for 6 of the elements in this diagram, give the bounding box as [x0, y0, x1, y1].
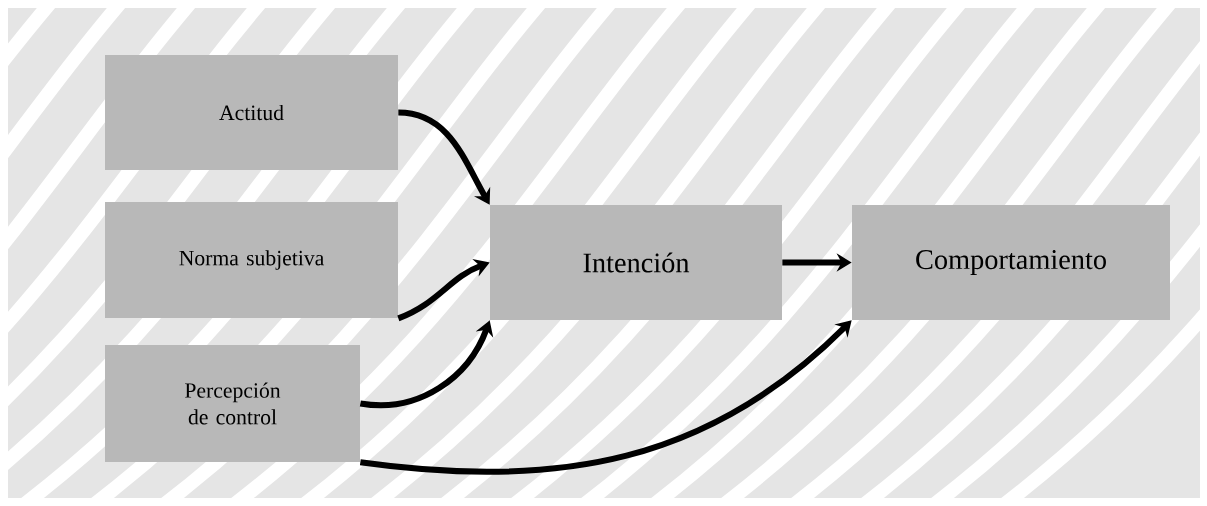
process-box: Actitud — [105, 55, 398, 170]
process-box: Norma subjetiva — [105, 202, 398, 318]
arrow — [360, 320, 852, 475]
process-box: Intención — [490, 205, 782, 320]
process-box: Percepción de control — [105, 345, 360, 462]
process-box: Comportamiento — [852, 205, 1170, 320]
